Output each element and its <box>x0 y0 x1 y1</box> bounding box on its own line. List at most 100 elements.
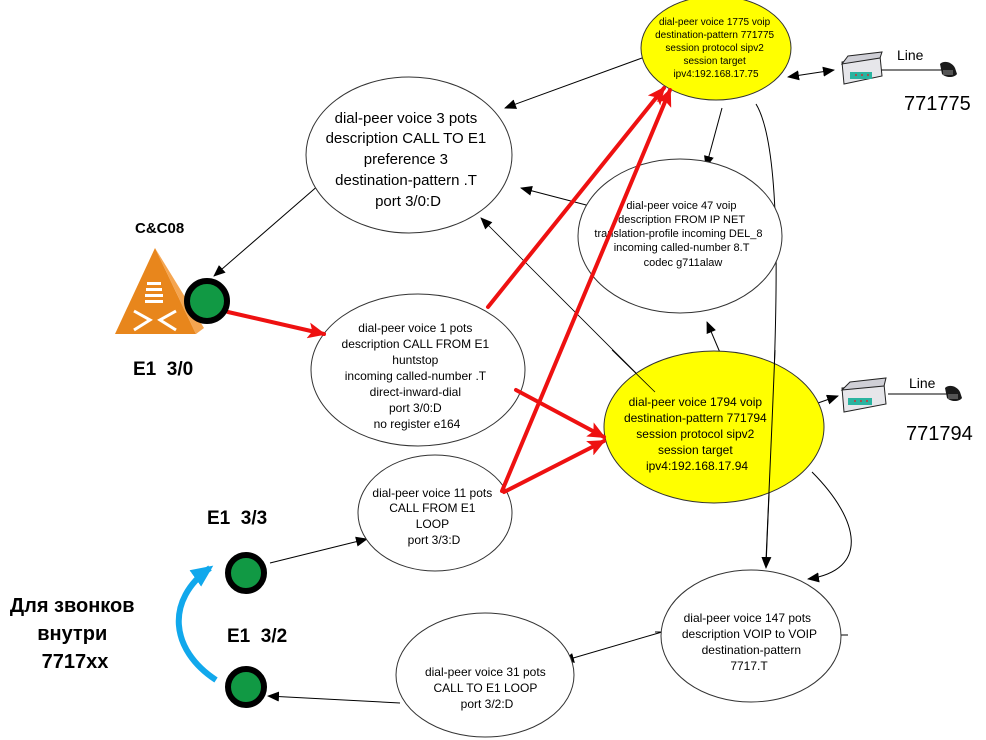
svg-text:dial-peer voice 31 pots: dial-peer voice 31 pots CALL TO E1 LOOP … <box>425 665 549 711</box>
dial-peer-47-ellipse[interactable] <box>577 158 783 314</box>
gateway-1775[interactable]: Line 771775 <box>840 47 971 115</box>
svg-text:dial-peer voice 1794 voip: dial-peer voice 1794 voip destination-pa… <box>624 395 770 473</box>
edge-dp3-to-e1-3-0 <box>213 183 321 277</box>
dp11-line: dial-peer voice 11 pots <box>372 486 492 500</box>
port-e1-3-3-icon[interactable] <box>225 552 267 594</box>
dp1794-line: destination-pattern 771794 <box>624 411 767 425</box>
svg-text:dial-peer voice 147 pots: dial-peer voice 147 pots description VOI… <box>682 611 820 673</box>
loop-note-line: внутри <box>37 623 107 645</box>
dp147-line: destination-pattern <box>702 643 801 657</box>
edge-dp31-to-e1-3-2 <box>267 691 401 704</box>
red-edge-e1-3-0-to-dp1 <box>226 310 326 339</box>
dp147-line: dial-peer voice 147 pots <box>684 611 811 625</box>
dial-peer-147-ellipse[interactable] <box>660 569 842 703</box>
ip-gateway-icon <box>840 377 887 413</box>
dp11-line: port 3/3:D <box>408 533 461 547</box>
dp1-line: no register e164 <box>374 417 461 431</box>
edge-1794-to-dp3-overlay <box>611 349 656 393</box>
dp3-line: preference 3 <box>364 151 448 168</box>
telephone-icon[interactable] <box>940 61 957 77</box>
ip-gateway-icon <box>840 51 883 85</box>
edge-1794-to-dp147 <box>807 471 852 583</box>
dp1-line: direct-inward-dial <box>370 385 461 399</box>
edge-1775-to-dp147 <box>755 103 777 569</box>
port-e1-3-2[interactable]: E1 3/2 <box>225 626 287 708</box>
gateway-1794-number: 771794 <box>906 423 973 445</box>
edge-1775-to-dp47 <box>704 107 723 168</box>
dp31-line: dial-peer voice 31 pots <box>425 665 546 679</box>
dial-peer-3-ellipse[interactable] <box>305 76 513 234</box>
dp1-line: port 3/0:D <box>389 401 442 415</box>
dp3-line: description CALL TO E1 <box>326 130 487 147</box>
red-edge-dp11-to-1794 <box>502 439 606 494</box>
edge-1775-to-dp3 <box>504 57 643 109</box>
dp1794-line: session target <box>658 443 733 457</box>
gateway-1794-line-label: Line <box>909 375 936 391</box>
dial-peer-31-ellipse[interactable] <box>395 612 575 738</box>
dial-peer-1775-ellipse[interactable] <box>640 0 792 101</box>
edge-dp47-to-dp3 <box>520 185 591 207</box>
edge-dp147-to-dp31 <box>562 631 663 663</box>
dial-peer-31: dial-peer voice 31 pots CALL TO E1 LOOP … <box>425 665 549 711</box>
switch-cc08[interactable]: C&C08 E1 3/0 <box>115 220 230 380</box>
loop-note: Для звонков внутри 7717xx <box>10 595 140 673</box>
dp47-line: dial-peer voice 47 voip <box>626 200 736 212</box>
dp3-line: dial-peer voice 3 pots <box>335 110 478 127</box>
dp1775-line: ipv4:192.168.17.75 <box>673 69 759 80</box>
svg-text:dial-peer voice 11 pots: dial-peer voice 11 pots CALL FROM E1 LOO… <box>372 486 495 547</box>
dial-peer-1794: dial-peer voice 1794 voip destination-pa… <box>624 395 770 473</box>
dp1775-line: dial-peer voice 1775 voip <box>659 17 771 28</box>
dp1-line: description CALL FROM E1 <box>342 337 490 351</box>
port-e1-3-2-icon[interactable] <box>225 666 267 708</box>
dp3-line: destination-pattern .T <box>335 172 477 189</box>
overlay-connectors <box>611 349 776 561</box>
dp1775-line: session protocol sipv2 <box>665 43 764 54</box>
dp1794-line: session protocol sipv2 <box>636 427 754 441</box>
port-e1-3-2-label: E1 3/2 <box>227 626 287 647</box>
dp31-line: port 3/2:D <box>461 697 514 711</box>
red-edge-dp1-to-1775 <box>486 86 666 309</box>
dp1-line: huntstop <box>392 353 438 367</box>
dp1-line: dial-peer voice 1 pots <box>358 321 472 335</box>
dp147-line: description VOIP to VOIP <box>682 627 817 641</box>
dp47-line: translation-profile incoming DEL_8 <box>594 228 762 240</box>
dial-peer-47: dial-peer voice 47 voip description FROM… <box>594 200 765 269</box>
loop-arrow <box>175 565 218 683</box>
loop-note-line: 7717xx <box>42 651 109 673</box>
dp1775-line: session target <box>683 56 745 67</box>
dp47-line: description FROM IP NET <box>618 214 745 226</box>
edge-e1-3-3-to-dp11 <box>269 536 368 564</box>
svg-text:dial-peer voice 1 pots d: dial-peer voice 1 pots description CALL … <box>342 321 493 431</box>
port-e1-3-0-label: E1 3/0 <box>133 359 193 380</box>
dp1794-line: ipv4:192.168.17.94 <box>646 459 748 473</box>
dp3-line: port 3/0:D <box>375 193 441 210</box>
gateway-1794[interactable]: Line 771794 <box>840 375 973 445</box>
dial-peer-1: dial-peer voice 1 pots description CALL … <box>342 321 493 431</box>
port-e1-3-0-icon[interactable] <box>184 278 230 324</box>
dial-peer-11: dial-peer voice 11 pots CALL FROM E1 LOO… <box>372 486 495 547</box>
dp147-line: 7717.T <box>730 659 768 673</box>
gateway-1775-number: 771775 <box>904 93 971 115</box>
dial-peer-11-ellipse[interactable] <box>357 454 513 572</box>
edge-1794-to-dp3 <box>480 217 656 393</box>
dp31-line: CALL TO E1 LOOP <box>434 681 538 695</box>
dp47-line: codec g711alaw <box>644 257 723 269</box>
telephone-icon[interactable] <box>945 385 962 401</box>
svg-text:dial-peer voice 47 voip: dial-peer voice 47 voip description FROM… <box>594 200 765 269</box>
port-e1-3-3-label: E1 3/3 <box>207 508 267 529</box>
svg-text:dial-peer voice 1775 voip: dial-peer voice 1775 voip destination-pa… <box>655 17 777 80</box>
dp11-line: LOOP <box>416 517 449 531</box>
svg-text:dial-peer voice 3 pots d: dial-peer voice 3 pots description CALL … <box>326 110 491 210</box>
dp47-line: incoming called-number 8.T <box>614 242 750 254</box>
loop-note-line: Для звонков <box>10 595 135 617</box>
svg-text:Для звонков внутри: Для звонков внутри 7717xx <box>10 595 140 673</box>
dial-peer-1-ellipse[interactable] <box>310 293 526 447</box>
dial-peer-3: dial-peer voice 3 pots description CALL … <box>326 110 491 210</box>
dial-peer-1775: dial-peer voice 1775 voip destination-pa… <box>655 17 777 80</box>
red-call-paths <box>226 86 672 494</box>
port-e1-3-3[interactable]: E1 3/3 <box>207 508 267 594</box>
dp1-line: incoming called-number .T <box>345 369 487 383</box>
switch-label: C&C08 <box>135 220 184 237</box>
edge-1775-gateway <box>787 66 835 81</box>
